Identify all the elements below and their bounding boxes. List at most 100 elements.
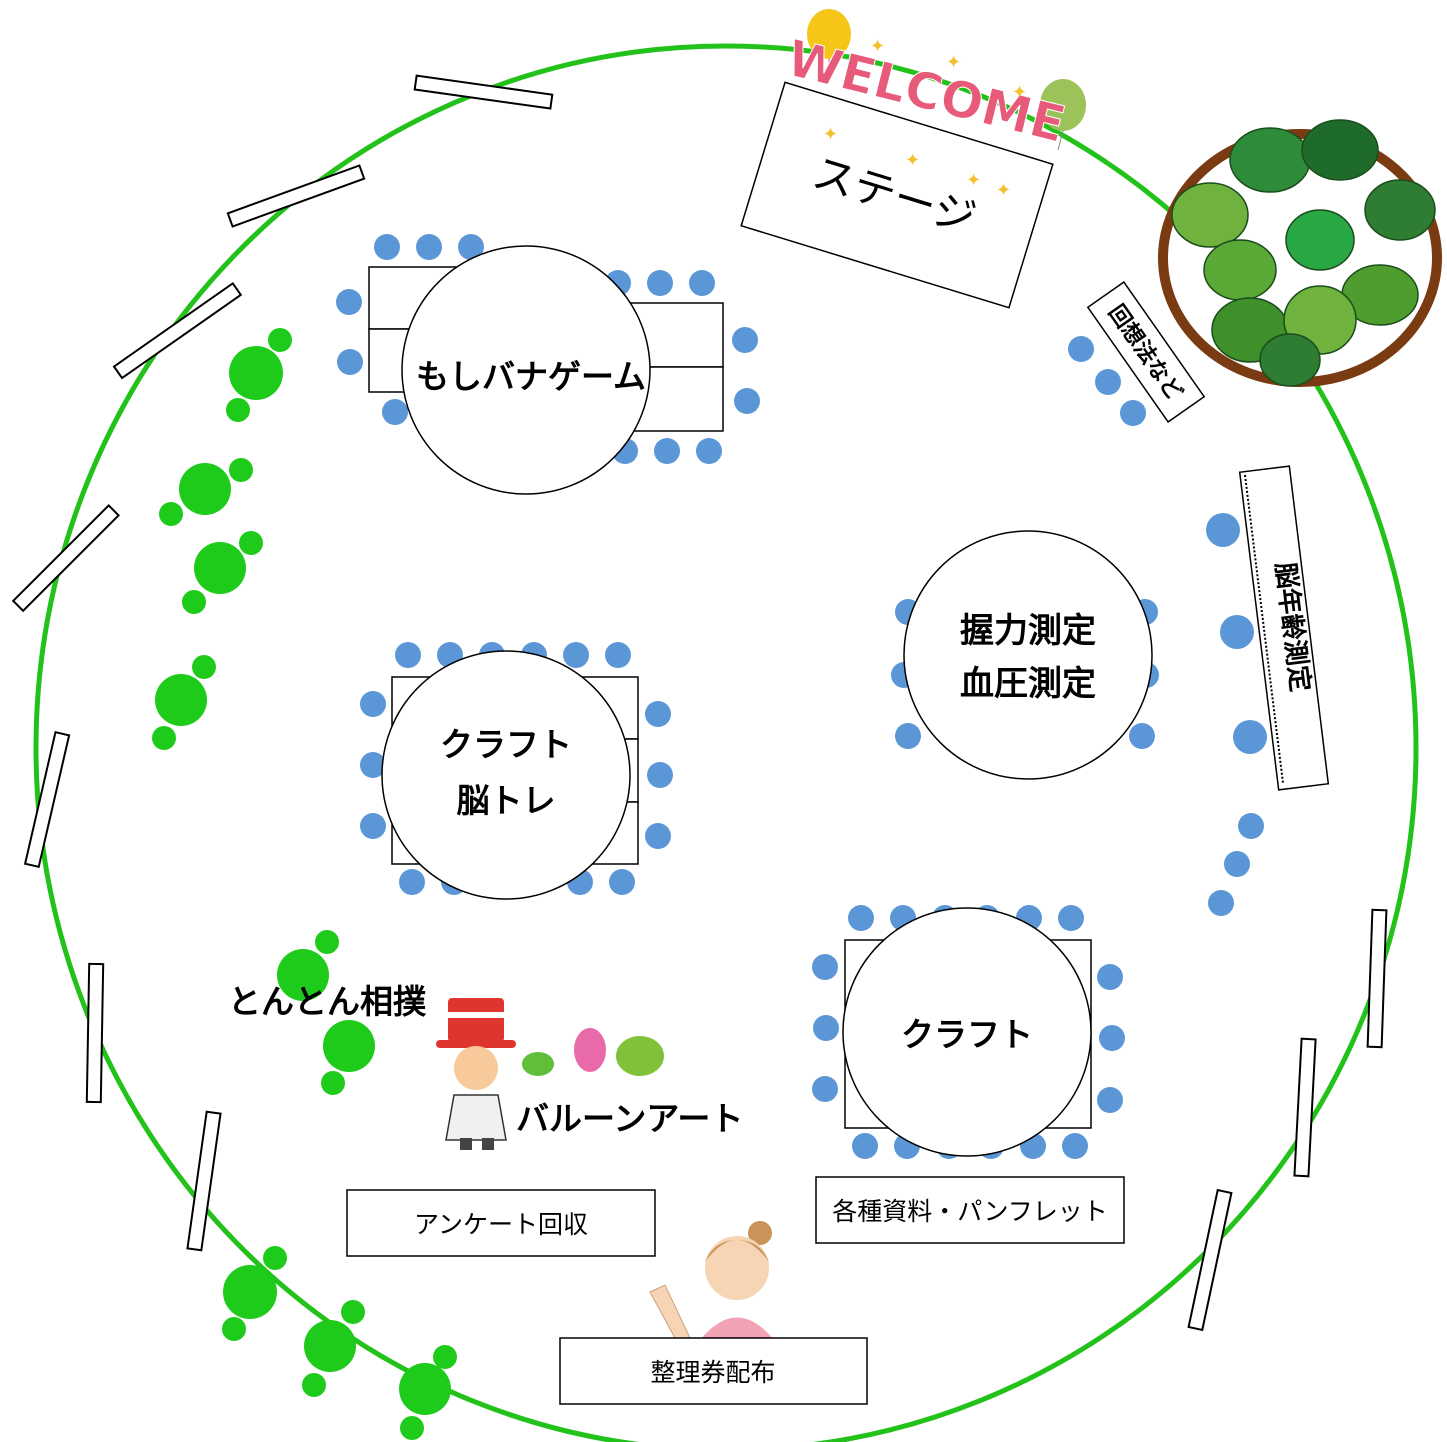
face-icon (454, 1046, 498, 1090)
balloon-icon (807, 9, 851, 59)
balloon-icon (1040, 79, 1086, 131)
chair (1129, 723, 1155, 749)
tree (399, 1363, 451, 1415)
wall-bar (413, 74, 554, 110)
tree (239, 531, 263, 555)
balloon-artist-illustration (436, 998, 664, 1150)
tree (277, 949, 329, 1001)
tree (159, 502, 183, 526)
chair (374, 234, 400, 260)
tree (155, 674, 207, 726)
svg-text:✦: ✦ (946, 52, 961, 73)
chair (647, 270, 673, 296)
round-table (842, 907, 1092, 1157)
wall-bar (1187, 1188, 1233, 1332)
chair (1099, 1025, 1125, 1051)
tree (226, 398, 250, 422)
chair (1068, 336, 1094, 362)
materials-table (815, 1176, 1125, 1244)
craft-label: クラフト (901, 1015, 1033, 1054)
chair (654, 438, 680, 464)
svg-text:✦: ✦ (1012, 82, 1027, 103)
ticket-label: 整理券配布 (650, 1358, 775, 1387)
chair (458, 234, 484, 260)
chair (734, 388, 760, 414)
stage-platform (740, 81, 1054, 309)
chair (563, 642, 589, 668)
chair (1097, 964, 1123, 990)
akuryoku-label-line1: 握力測定 (960, 611, 1096, 651)
materials-area: 各種資料・パンフレット (815, 1176, 1125, 1244)
chair (647, 762, 673, 788)
balloon-animal-icon (522, 1052, 554, 1076)
moshibana-label: もしバナゲーム (416, 357, 646, 396)
chair (696, 438, 722, 464)
tree (263, 1246, 287, 1270)
akuryoku-area: 握力測定 血圧測定 (891, 530, 1159, 780)
balloon-label: バルーンアート (516, 1099, 743, 1138)
sparkle-icons: ✦ ✦ ✦ ✦ ✦ ✦ ✦ (823, 36, 1027, 201)
craft-brain-label-line1: クラフト (440, 725, 572, 764)
tree (229, 346, 283, 400)
perimeter-bars (11, 74, 1388, 1332)
chair (1224, 851, 1250, 877)
venue-boundary-circle (33, 43, 1419, 1442)
tree (302, 1373, 326, 1397)
tree (194, 542, 246, 594)
chair (689, 270, 715, 296)
wall-bar (1366, 908, 1388, 1049)
nou-nenrei-table (1238, 465, 1330, 791)
chair (645, 701, 671, 727)
planter-plant (1158, 119, 1442, 387)
chair (609, 869, 635, 895)
chair (1238, 813, 1264, 839)
tonton-label: とんとん相撲 (228, 982, 427, 1021)
chair (848, 905, 874, 931)
svg-text:✦: ✦ (870, 36, 885, 57)
wall-bar (11, 504, 120, 613)
chair (1095, 369, 1121, 395)
chair (1233, 720, 1267, 754)
craft-brain-label-line2: 脳トレ (457, 781, 556, 820)
svg-text:✦: ✦ (996, 180, 1011, 201)
balloon-animal-icon (574, 1028, 606, 1072)
akuryoku-label-line2: 血圧測定 (960, 664, 1096, 704)
waving-hand-icon (649, 1284, 691, 1341)
chair (382, 399, 408, 425)
nou-nenrei-area: 脳年齢測定 (1206, 465, 1330, 916)
round-table (381, 650, 631, 900)
tree (323, 1020, 375, 1072)
tree (433, 1345, 457, 1369)
chair (852, 1133, 878, 1159)
svg-text:✦: ✦ (905, 150, 920, 171)
chair (1058, 905, 1084, 931)
chair (1097, 1087, 1123, 1113)
chair (1062, 1133, 1088, 1159)
tree (223, 1265, 277, 1319)
tree (152, 726, 176, 750)
kaisou-table (1086, 280, 1206, 424)
round-table (401, 245, 651, 495)
balloon-animal-icon (616, 1036, 664, 1076)
tree-clusters (152, 328, 457, 1440)
round-table (903, 530, 1153, 780)
chair (416, 234, 442, 260)
wall-bar (23, 730, 71, 869)
chair (812, 954, 838, 980)
chair (1120, 400, 1146, 426)
wall-bar (1293, 1037, 1317, 1178)
tree (192, 655, 216, 679)
monstera-icon (1171, 119, 1436, 387)
chair (1220, 615, 1254, 649)
face-icon (705, 1236, 769, 1300)
top-hat-icon (448, 998, 504, 1042)
tree (304, 1320, 356, 1372)
svg-text:✦: ✦ (966, 170, 981, 191)
chair (605, 642, 631, 668)
tree (315, 930, 339, 954)
hair-bun-icon (748, 1221, 772, 1245)
tree (179, 463, 231, 515)
wall-bar (186, 1110, 222, 1252)
craft-brain-area: クラフト 脳トレ (360, 642, 673, 900)
